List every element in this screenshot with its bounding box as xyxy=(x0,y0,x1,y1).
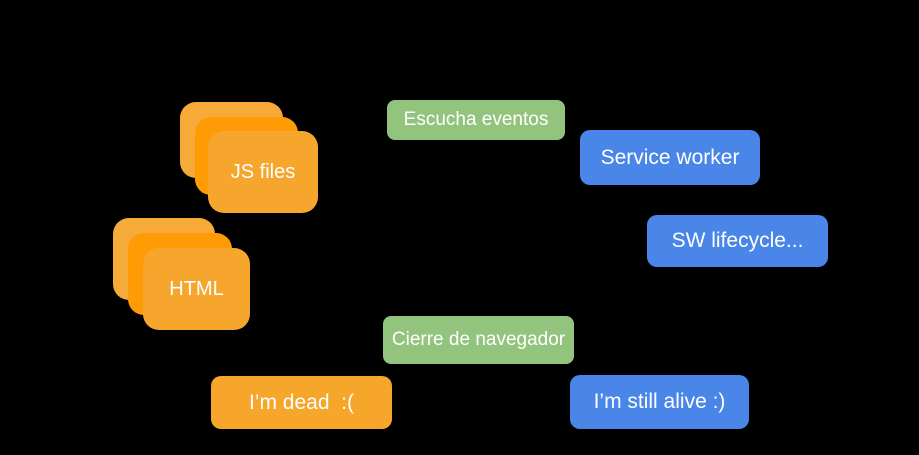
cierre-de-navegador-label: Cierre de navegador xyxy=(391,329,566,350)
event-box-cierre-de-navegador: Cierre de navegador xyxy=(383,316,574,364)
html-label: HTML xyxy=(169,277,224,300)
js-files-stack-front-card: JS files xyxy=(208,131,318,213)
im-still-alive-label: I’m still alive :) xyxy=(593,390,726,413)
state-box-sw-lifecycle: SW lifecycle... xyxy=(647,215,828,267)
service-worker-label: Service worker xyxy=(600,145,740,169)
im-dead-label: I’m dead :( xyxy=(248,390,355,414)
js-files-label: JS files xyxy=(230,160,296,183)
state-box-im-still-alive: I’m still alive :) xyxy=(570,375,749,429)
state-box-service-worker: Service worker xyxy=(580,130,760,185)
event-box-escucha-eventos: Escucha eventos xyxy=(387,100,565,140)
html-stack-front-card: HTML xyxy=(143,248,250,330)
state-box-im-dead: I’m dead :( xyxy=(211,376,392,429)
escucha-eventos-label: Escucha eventos xyxy=(403,109,549,130)
sw-lifecycle-label: SW lifecycle... xyxy=(671,229,804,252)
